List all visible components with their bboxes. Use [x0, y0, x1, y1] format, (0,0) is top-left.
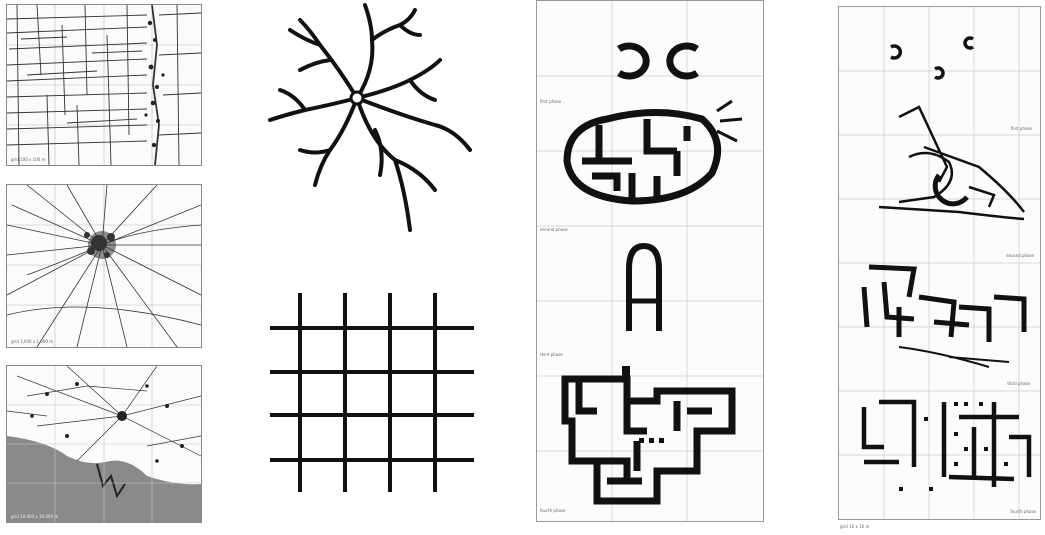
regional-map: grid 10,000 x 10,000 m — [6, 365, 202, 523]
phase-label: first phase — [540, 100, 561, 104]
orthogonal-grid-diagram — [262, 290, 482, 500]
settlement-plan-a-drawing — [537, 1, 763, 521]
phase-label: first phase — [1011, 127, 1032, 131]
phase-label: second phase — [1006, 254, 1034, 258]
map-caption: grid 100 x 100 m — [11, 158, 45, 162]
field-pattern-drawing — [7, 5, 201, 165]
phase-label: third phase — [540, 353, 563, 357]
radial-town-drawing — [7, 185, 201, 347]
map-caption: grid 10,000 x 10,000 m — [11, 515, 58, 519]
radial-town-map: grid 1,000 x 1,000 m — [6, 184, 202, 348]
phase-label: second phase — [540, 228, 568, 232]
plan-caption: grid 10 x 10 m — [840, 525, 869, 529]
map-caption: grid 1,000 x 1,000 m — [11, 340, 53, 344]
settlement-plan-b: first phase second phase third phase fou… — [838, 6, 1041, 520]
phase-label: fourth phase — [1011, 510, 1036, 514]
regional-map-drawing — [7, 366, 201, 522]
settlement-plan-b-drawing — [839, 7, 1040, 519]
phase-label: fourth phase — [540, 509, 565, 513]
settlement-plan-a: first phase second phase third phase fou… — [536, 0, 764, 522]
field-pattern-map: grid 100 x 100 m — [6, 4, 202, 166]
radial-network-diagram — [260, 0, 480, 240]
phase-label: third phase — [1007, 382, 1030, 386]
